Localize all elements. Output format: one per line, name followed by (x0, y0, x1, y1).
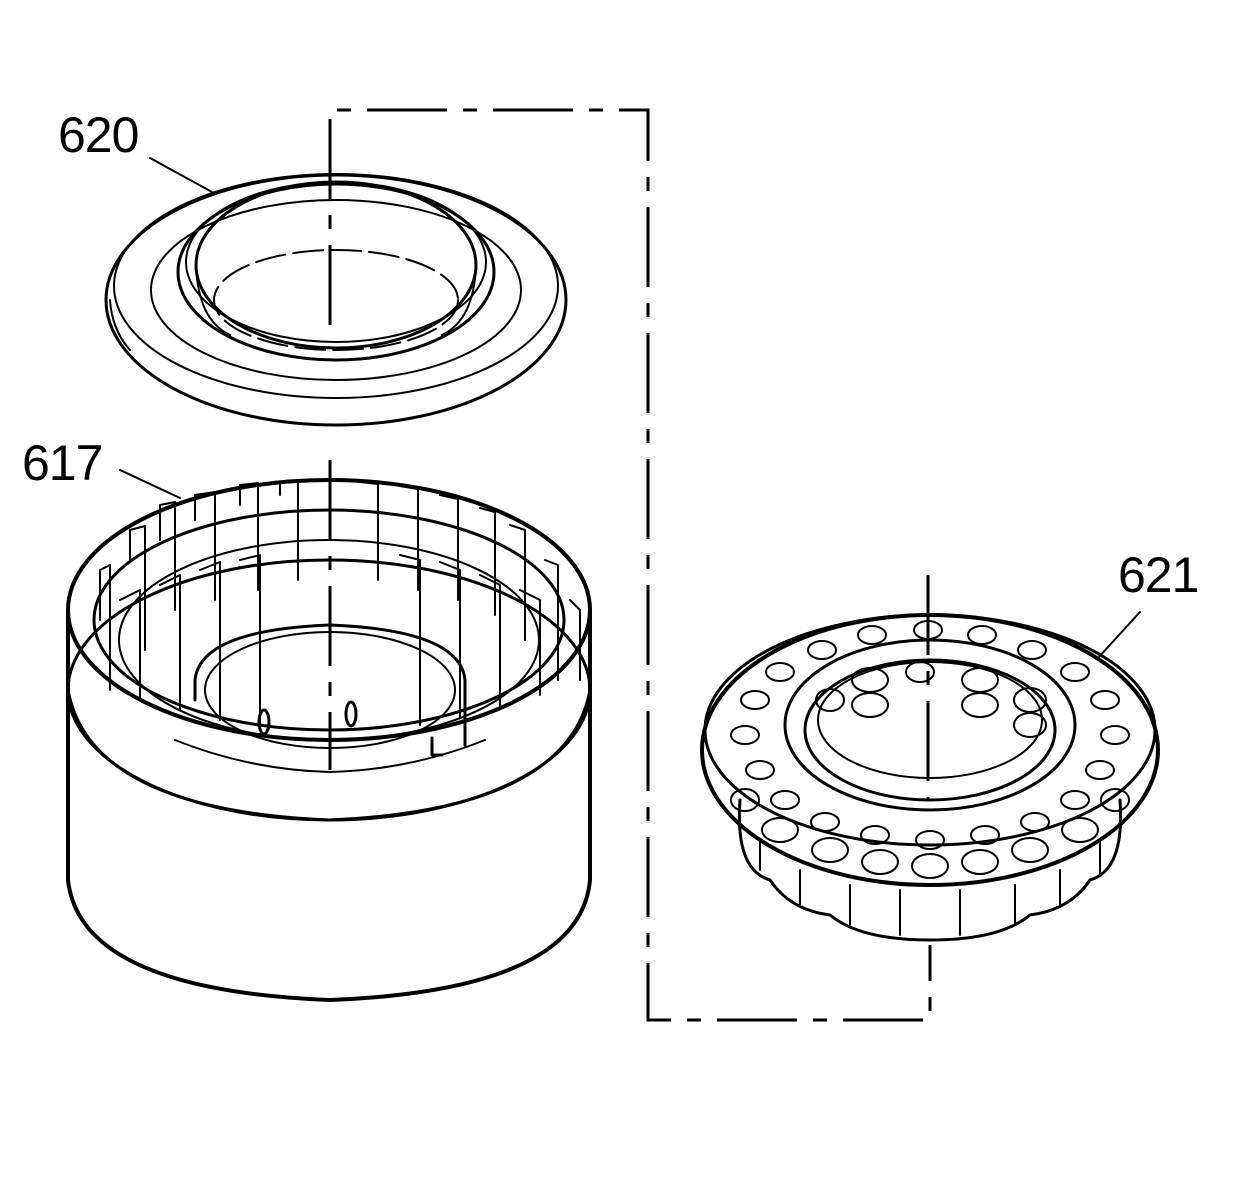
roller-clutch-part (700, 611, 1160, 942)
callout-621: 621 (1118, 547, 1198, 603)
assembly-centerline (328, 108, 932, 1022)
housing-hub (174, 623, 486, 773)
callout-620: 620 (58, 107, 138, 163)
inner-rollers (815, 661, 1047, 738)
housing-splines (99, 481, 581, 726)
callout-617: 617 (22, 435, 102, 491)
clutch-housing-part (66, 469, 592, 1002)
outer-roller-holes (730, 620, 1130, 850)
seal-ring-part (104, 157, 568, 427)
side-rollers (730, 788, 1130, 879)
